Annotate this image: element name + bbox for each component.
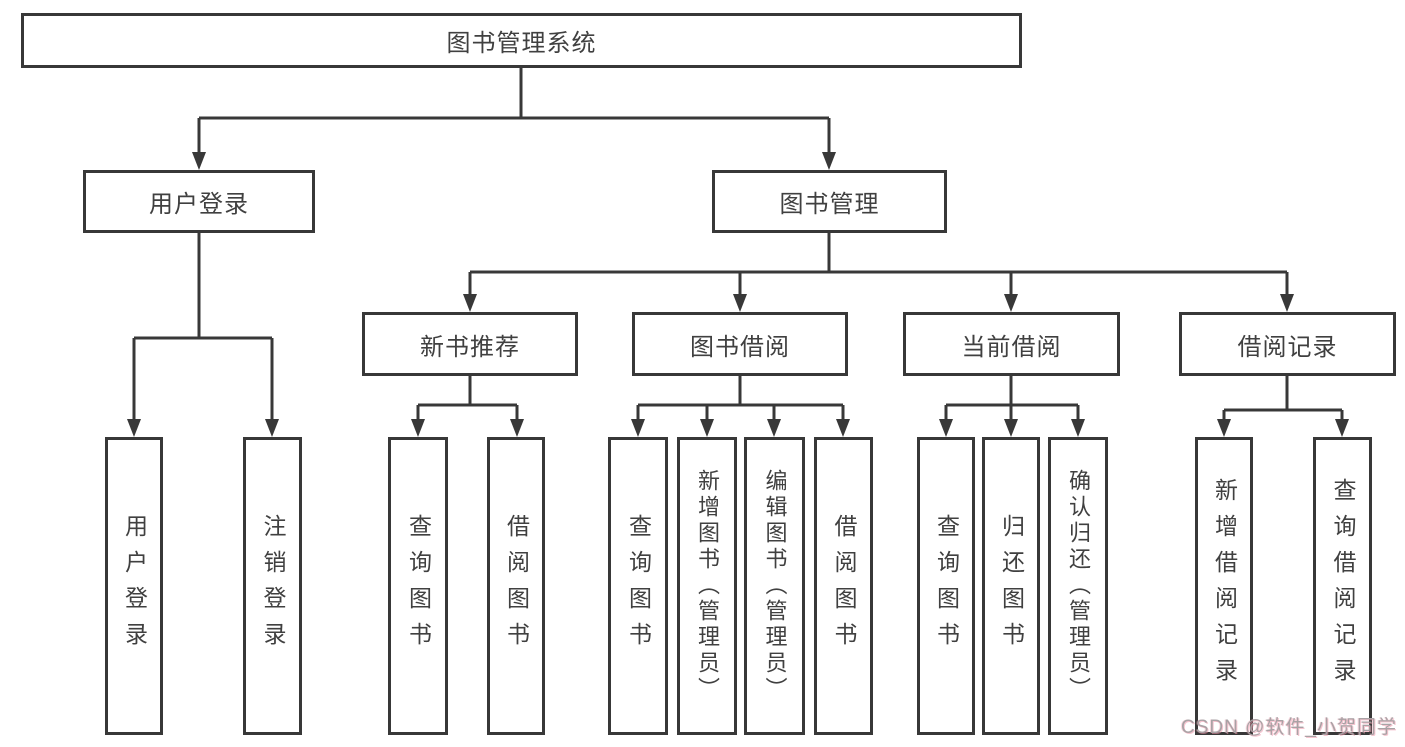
leaf-query-books: 查询图书 bbox=[388, 437, 448, 735]
node-label: 新增借阅记录 bbox=[1211, 478, 1238, 694]
node-new-book-recommend: 新书推荐 bbox=[362, 312, 578, 376]
arrowheads bbox=[127, 152, 1349, 437]
arrow-icon bbox=[192, 152, 206, 170]
node-label: 当前借阅 bbox=[961, 333, 1062, 361]
connector-borrow-records bbox=[1222, 376, 1344, 425]
node-label: 确认归还（管理员） bbox=[1066, 469, 1091, 703]
node-book-borrow: 图书借阅 bbox=[632, 312, 848, 376]
arrow-icon bbox=[127, 419, 141, 437]
node-label: 借阅图书 bbox=[503, 514, 530, 658]
node-label: 编辑图书（管理员） bbox=[762, 469, 788, 703]
connector-book-borrow bbox=[636, 376, 845, 425]
node-borrow-records: 借阅记录 bbox=[1179, 312, 1396, 376]
arrow-icon bbox=[631, 419, 645, 437]
node-label: 借阅图书 bbox=[831, 514, 857, 658]
arrow-icon bbox=[1071, 419, 1085, 437]
node-label: 查询图书 bbox=[625, 514, 652, 658]
arrow-icon bbox=[463, 294, 477, 312]
node-label: 新增图书（管理员） bbox=[695, 469, 720, 703]
connector-new-book bbox=[416, 376, 519, 425]
leaf-edit-books-admin: 编辑图书（管理员） bbox=[744, 437, 805, 735]
node-label: 查询借阅记录 bbox=[1330, 478, 1356, 694]
arrow-icon bbox=[767, 419, 781, 437]
leaf-borrow-books: 借阅图书 bbox=[814, 437, 873, 735]
connector-current-borrow bbox=[944, 376, 1080, 425]
arrow-icon bbox=[700, 419, 714, 437]
arrow-icon bbox=[265, 419, 279, 437]
connector-user-login bbox=[132, 233, 274, 425]
connector-book-mgmt bbox=[468, 233, 1289, 300]
node-current-borrow: 当前借阅 bbox=[903, 312, 1120, 376]
leaf-query-borrow-record: 查询借阅记录 bbox=[1313, 437, 1372, 735]
node-label: 用户登录 bbox=[121, 514, 148, 658]
node-label: 注销登录 bbox=[260, 514, 286, 658]
leaf-borrow-books: 借阅图书 bbox=[487, 437, 545, 735]
arrow-icon bbox=[1217, 419, 1231, 437]
node-label: 新书推荐 bbox=[420, 333, 520, 361]
node-label: 图书借阅 bbox=[690, 333, 790, 361]
arrow-icon bbox=[1004, 294, 1018, 312]
csdn-watermark: CSDN @软件_小贺同学 bbox=[1181, 717, 1397, 738]
leaf-add-books-admin: 新增图书（管理员） bbox=[677, 437, 737, 735]
leaf-logout: 注销登录 bbox=[243, 437, 302, 735]
node-root-system: 图书管理系统 bbox=[21, 13, 1022, 68]
arrow-icon bbox=[1335, 419, 1349, 437]
arrow-icon bbox=[510, 419, 524, 437]
connector-root bbox=[197, 68, 831, 158]
arrow-icon bbox=[822, 152, 836, 170]
leaf-add-borrow-record: 新增借阅记录 bbox=[1195, 437, 1253, 735]
node-label: 图书管理 bbox=[779, 191, 880, 218]
arrow-icon bbox=[836, 419, 850, 437]
node-book-management: 图书管理 bbox=[712, 170, 947, 233]
arrow-icon bbox=[1280, 294, 1294, 312]
node-label: 用户登录 bbox=[149, 191, 249, 218]
arrow-icon bbox=[1004, 419, 1018, 437]
node-label: 图书管理系统 bbox=[446, 30, 597, 57]
leaf-query-books: 查询图书 bbox=[917, 437, 975, 735]
node-label: 查询图书 bbox=[933, 514, 960, 658]
leaf-return-books: 归还图书 bbox=[982, 437, 1040, 735]
node-label: 归还图书 bbox=[998, 514, 1025, 658]
leaf-query-books: 查询图书 bbox=[608, 437, 668, 735]
node-label: 借阅记录 bbox=[1237, 333, 1338, 361]
arrow-icon bbox=[939, 419, 953, 437]
node-label: 查询图书 bbox=[405, 514, 432, 658]
leaf-user-login: 用户登录 bbox=[105, 437, 163, 735]
node-user-login: 用户登录 bbox=[83, 170, 315, 233]
arrow-icon bbox=[411, 419, 425, 437]
arrow-icon bbox=[733, 294, 747, 312]
leaf-confirm-return-admin: 确认归还（管理员） bbox=[1048, 437, 1108, 735]
